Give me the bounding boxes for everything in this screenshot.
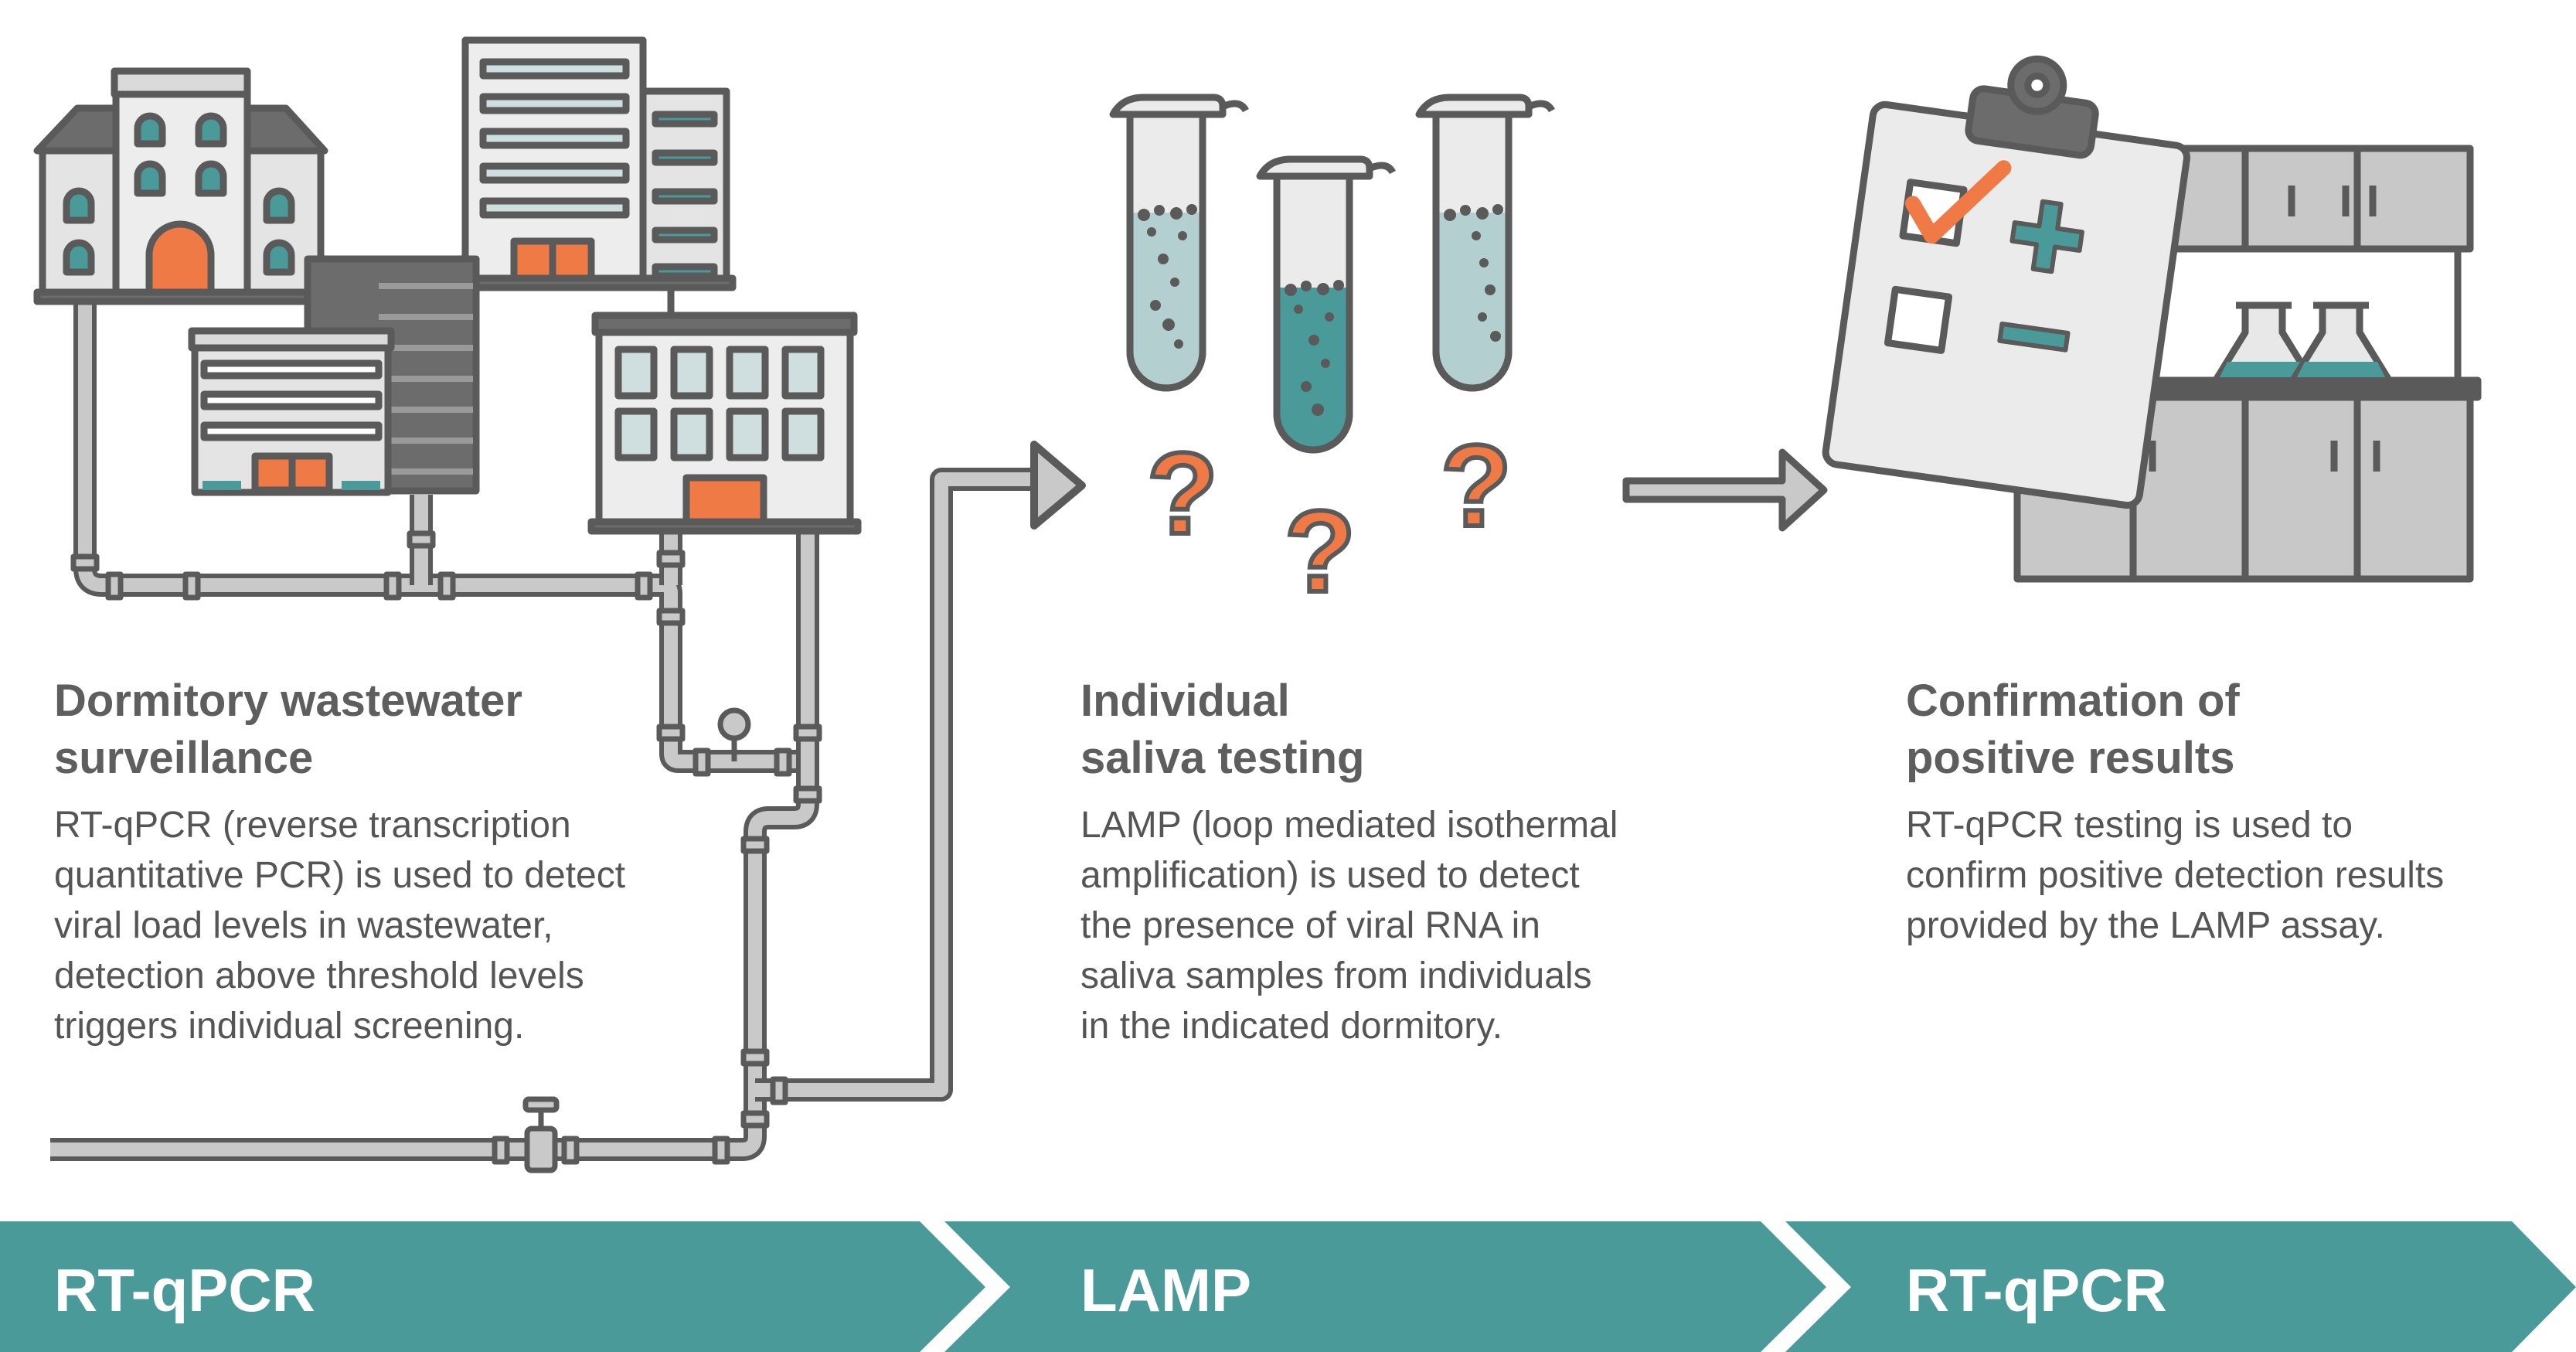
- stage-2-description: LAMP (loop mediated isothermal amplifica…: [1080, 800, 1618, 1051]
- question-mark-icon: ?: [1441, 421, 1512, 550]
- dormitory-building-3: [188, 255, 480, 496]
- stage-1-description-line: viral load levels in wastewater,: [54, 905, 553, 946]
- test-tube-2: [1256, 155, 1396, 454]
- stage-1-description-line: RT-qPCR (reverse transcription: [54, 805, 571, 846]
- stage-2-description-line: saliva samples from individuals: [1080, 955, 1592, 996]
- banner-label-stage-2: LAMP: [1080, 1256, 1251, 1324]
- stage-2-heading-line: Individual: [1080, 676, 1290, 726]
- banner-chevron-2: [944, 1221, 1826, 1352]
- stage-2-description-line: in the indicated dormitory.: [1080, 1006, 1503, 1047]
- question-marks: ? ? ?: [1145, 418, 1514, 618]
- confirmation-lab-icon: [1822, 55, 2482, 583]
- clipboard-icon: [1822, 55, 2190, 509]
- banner-chevron-1: [0, 1221, 985, 1352]
- stage-3-description-line: confirm positive detection results: [1906, 855, 2445, 896]
- stage-1-heading: Dormitory wastewater surveillance: [54, 673, 522, 787]
- dormitory-building-2: [457, 36, 737, 291]
- stage-3-heading-line: positive results: [1906, 733, 2235, 783]
- stage-1-description-line: detection above threshold levels: [54, 955, 584, 996]
- stage-1-description-line: triggers individual screening.: [54, 1006, 525, 1047]
- banner-label-stage-1: RT-qPCR: [54, 1256, 315, 1324]
- stage-3-description-line: RT-qPCR testing is used to: [1906, 805, 2353, 846]
- banner-label-stage-3: RT-qPCR: [1906, 1256, 2167, 1324]
- stage-2-description-line: the presence of viral RNA in: [1080, 905, 1540, 946]
- dormitory-building-1: [33, 67, 328, 305]
- stage-banner: [0, 1221, 2576, 1352]
- stage-2-heading: Individual saliva testing: [1080, 673, 1364, 787]
- dormitory-buildings-icon: [33, 36, 862, 535]
- saliva-test-tubes-icon: [1109, 94, 1555, 454]
- stage-1-description: RT-qPCR (reverse transcription quantitat…: [54, 800, 625, 1051]
- test-tube-1: [1109, 94, 1249, 392]
- stage-1-heading-line: surveillance: [54, 733, 314, 783]
- dormitory-building-4: [587, 288, 862, 535]
- right-arrow-icon: [1622, 448, 1828, 532]
- stage-1-heading-line: Dormitory wastewater: [54, 676, 522, 726]
- wastewater-pipes: [50, 301, 1086, 1173]
- stage-2-description-line: LAMP (loop mediated isothermal: [1080, 805, 1618, 846]
- stage-3-description-line: provided by the LAMP assay.: [1906, 905, 2385, 946]
- stage-2-description-line: amplification) is used to detect: [1080, 855, 1580, 896]
- stage-1-description-line: quantitative PCR) is used to detect: [54, 855, 626, 896]
- question-mark-icon: ?: [1147, 428, 1218, 558]
- stage-3-description: RT-qPCR testing is used to confirm posit…: [1906, 800, 2444, 951]
- stage-2-heading-line: saliva testing: [1080, 733, 1365, 783]
- lab-flasks-icon: [2213, 301, 2392, 383]
- stage-3-heading: Confirmation of positive results: [1906, 673, 2240, 787]
- test-tube-3: [1415, 94, 1555, 392]
- question-mark-icon: ?: [1285, 486, 1356, 616]
- stage-3-heading-line: Confirmation of: [1906, 676, 2240, 726]
- banner-chevron-3: [1785, 1221, 2576, 1352]
